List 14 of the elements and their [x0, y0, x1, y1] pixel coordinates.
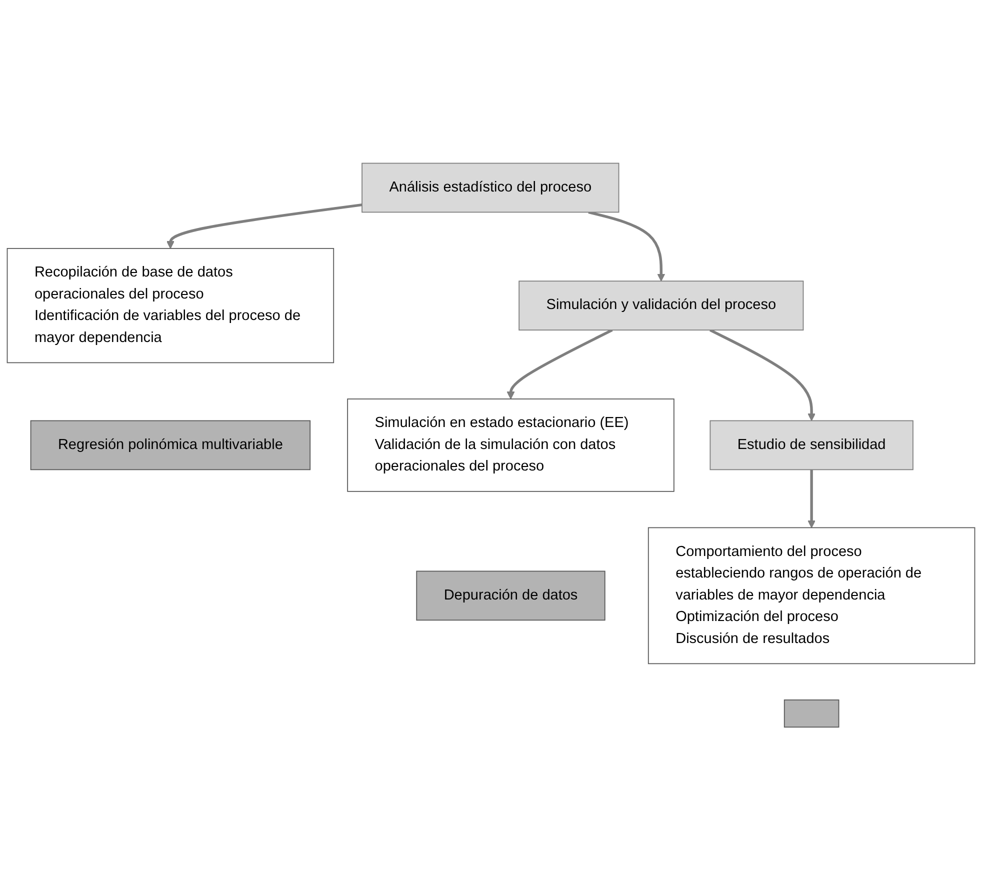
node-box: Depuración de datos — [416, 570, 606, 620]
node-box — [784, 699, 840, 728]
node-box: Comportamiento del proceso estableciendo rangos de operación de variables de mayor dependencia Optimización del proceso Discusión de resultados — [648, 527, 976, 664]
arrow — [506, 328, 613, 400]
node-box: Simulación y validación del proceso — [518, 280, 804, 330]
node-box: Análisis estadístico del proceso — [362, 162, 620, 212]
arrow — [808, 469, 816, 528]
node-box: Regresión polinómica multivariable — [30, 420, 311, 470]
node-box: Recopilación de base de datos operacionales del proceso Identificación de variables del proceso de mayor dependencia — [6, 248, 334, 363]
node-box: Estudio de sensibilidad — [710, 420, 914, 470]
node-box: Simulación en estado estacionario (EE) Validación de la simulación con datos operacionales del proceso — [347, 398, 674, 492]
arrow — [709, 328, 816, 421]
arrow — [166, 203, 362, 249]
arrow — [588, 210, 666, 282]
